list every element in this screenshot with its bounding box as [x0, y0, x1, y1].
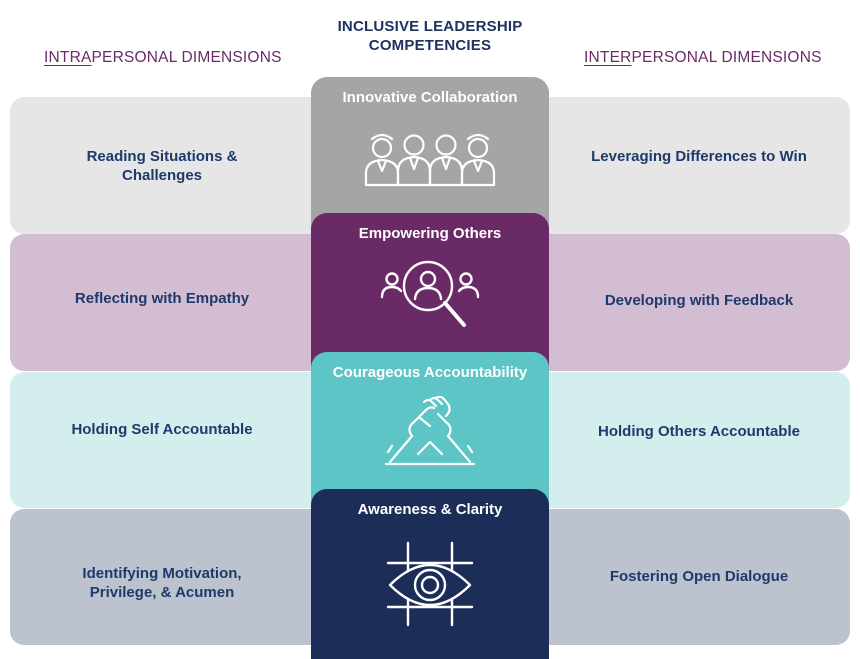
magnifier-people-icon	[380, 260, 480, 327]
competency-card-4: Awareness & Clarity	[311, 489, 549, 659]
interpersonal-item-3: Holding Others Accountable	[549, 372, 849, 490]
intrapersonal-prefix: INTRA	[44, 49, 92, 66]
handshake-grip-icon	[384, 396, 476, 466]
intrapersonal-header: INTRAPERSONAL DIMENSIONS	[44, 49, 282, 67]
intrapersonal-item-4-line-1: Identifying Motivation,	[82, 565, 242, 582]
interpersonal-prefix: INTER	[584, 49, 632, 66]
interpersonal-item-2: Developing with Feedback	[549, 234, 849, 366]
interpersonal-item-4: Fostering Open Dialogue	[549, 509, 849, 643]
title-line-1: INCLUSIVE LEADERSHIP	[337, 18, 523, 35]
interpersonal-item-4-label: Fostering Open Dialogue	[609, 567, 789, 585]
intrapersonal-item-2-label: Reflecting with Empathy	[74, 289, 250, 307]
intrapersonal-item-3: Holding Self Accountable	[12, 372, 312, 486]
intrapersonal-item-1-line-1: Reading Situations &	[86, 147, 238, 165]
competency-title-1: Innovative Collaboration	[342, 89, 518, 106]
intrapersonal-rest: PERSONAL DIMENSIONS	[91, 49, 282, 66]
competency-title-2: Empowering Others	[358, 225, 502, 242]
competency-title-3: Courageous Accountability	[332, 364, 528, 381]
team-people-icon	[364, 133, 496, 187]
intrapersonal-item-1: Reading Situations &Challenges	[12, 97, 312, 234]
diagram-title: INCLUSIVE LEADERSHIP COMPETENCIES	[300, 17, 560, 55]
intrapersonal-item-4: Identifying Motivation, Privilege, & Acum…	[12, 515, 312, 651]
title-line-2: COMPETENCIES	[368, 37, 492, 54]
intrapersonal-item-4-line-2: Privilege, & Acumen	[89, 584, 235, 601]
interpersonal-item-1: Leveraging Differences to Win	[549, 97, 849, 215]
interpersonal-item-1-label: Leveraging Differences to Win	[591, 147, 807, 165]
intrapersonal-item-1-line-2: Challenges	[121, 166, 203, 184]
competency-title-4: Awareness & Clarity	[357, 501, 503, 518]
interpersonal-item-3-label: Holding Others Accountable	[598, 422, 800, 440]
interpersonal-rest: PERSONAL DIMENSIONS	[631, 49, 822, 66]
eye-grid-icon	[386, 541, 474, 627]
intrapersonal-item-2: Reflecting with Empathy	[12, 234, 312, 362]
interpersonal-header: INTERPERSONAL DIMENSIONS	[584, 49, 822, 67]
interpersonal-item-2-label: Developing with Feedback	[604, 291, 794, 309]
intrapersonal-item-3-label: Holding Self Accountable	[71, 420, 253, 438]
